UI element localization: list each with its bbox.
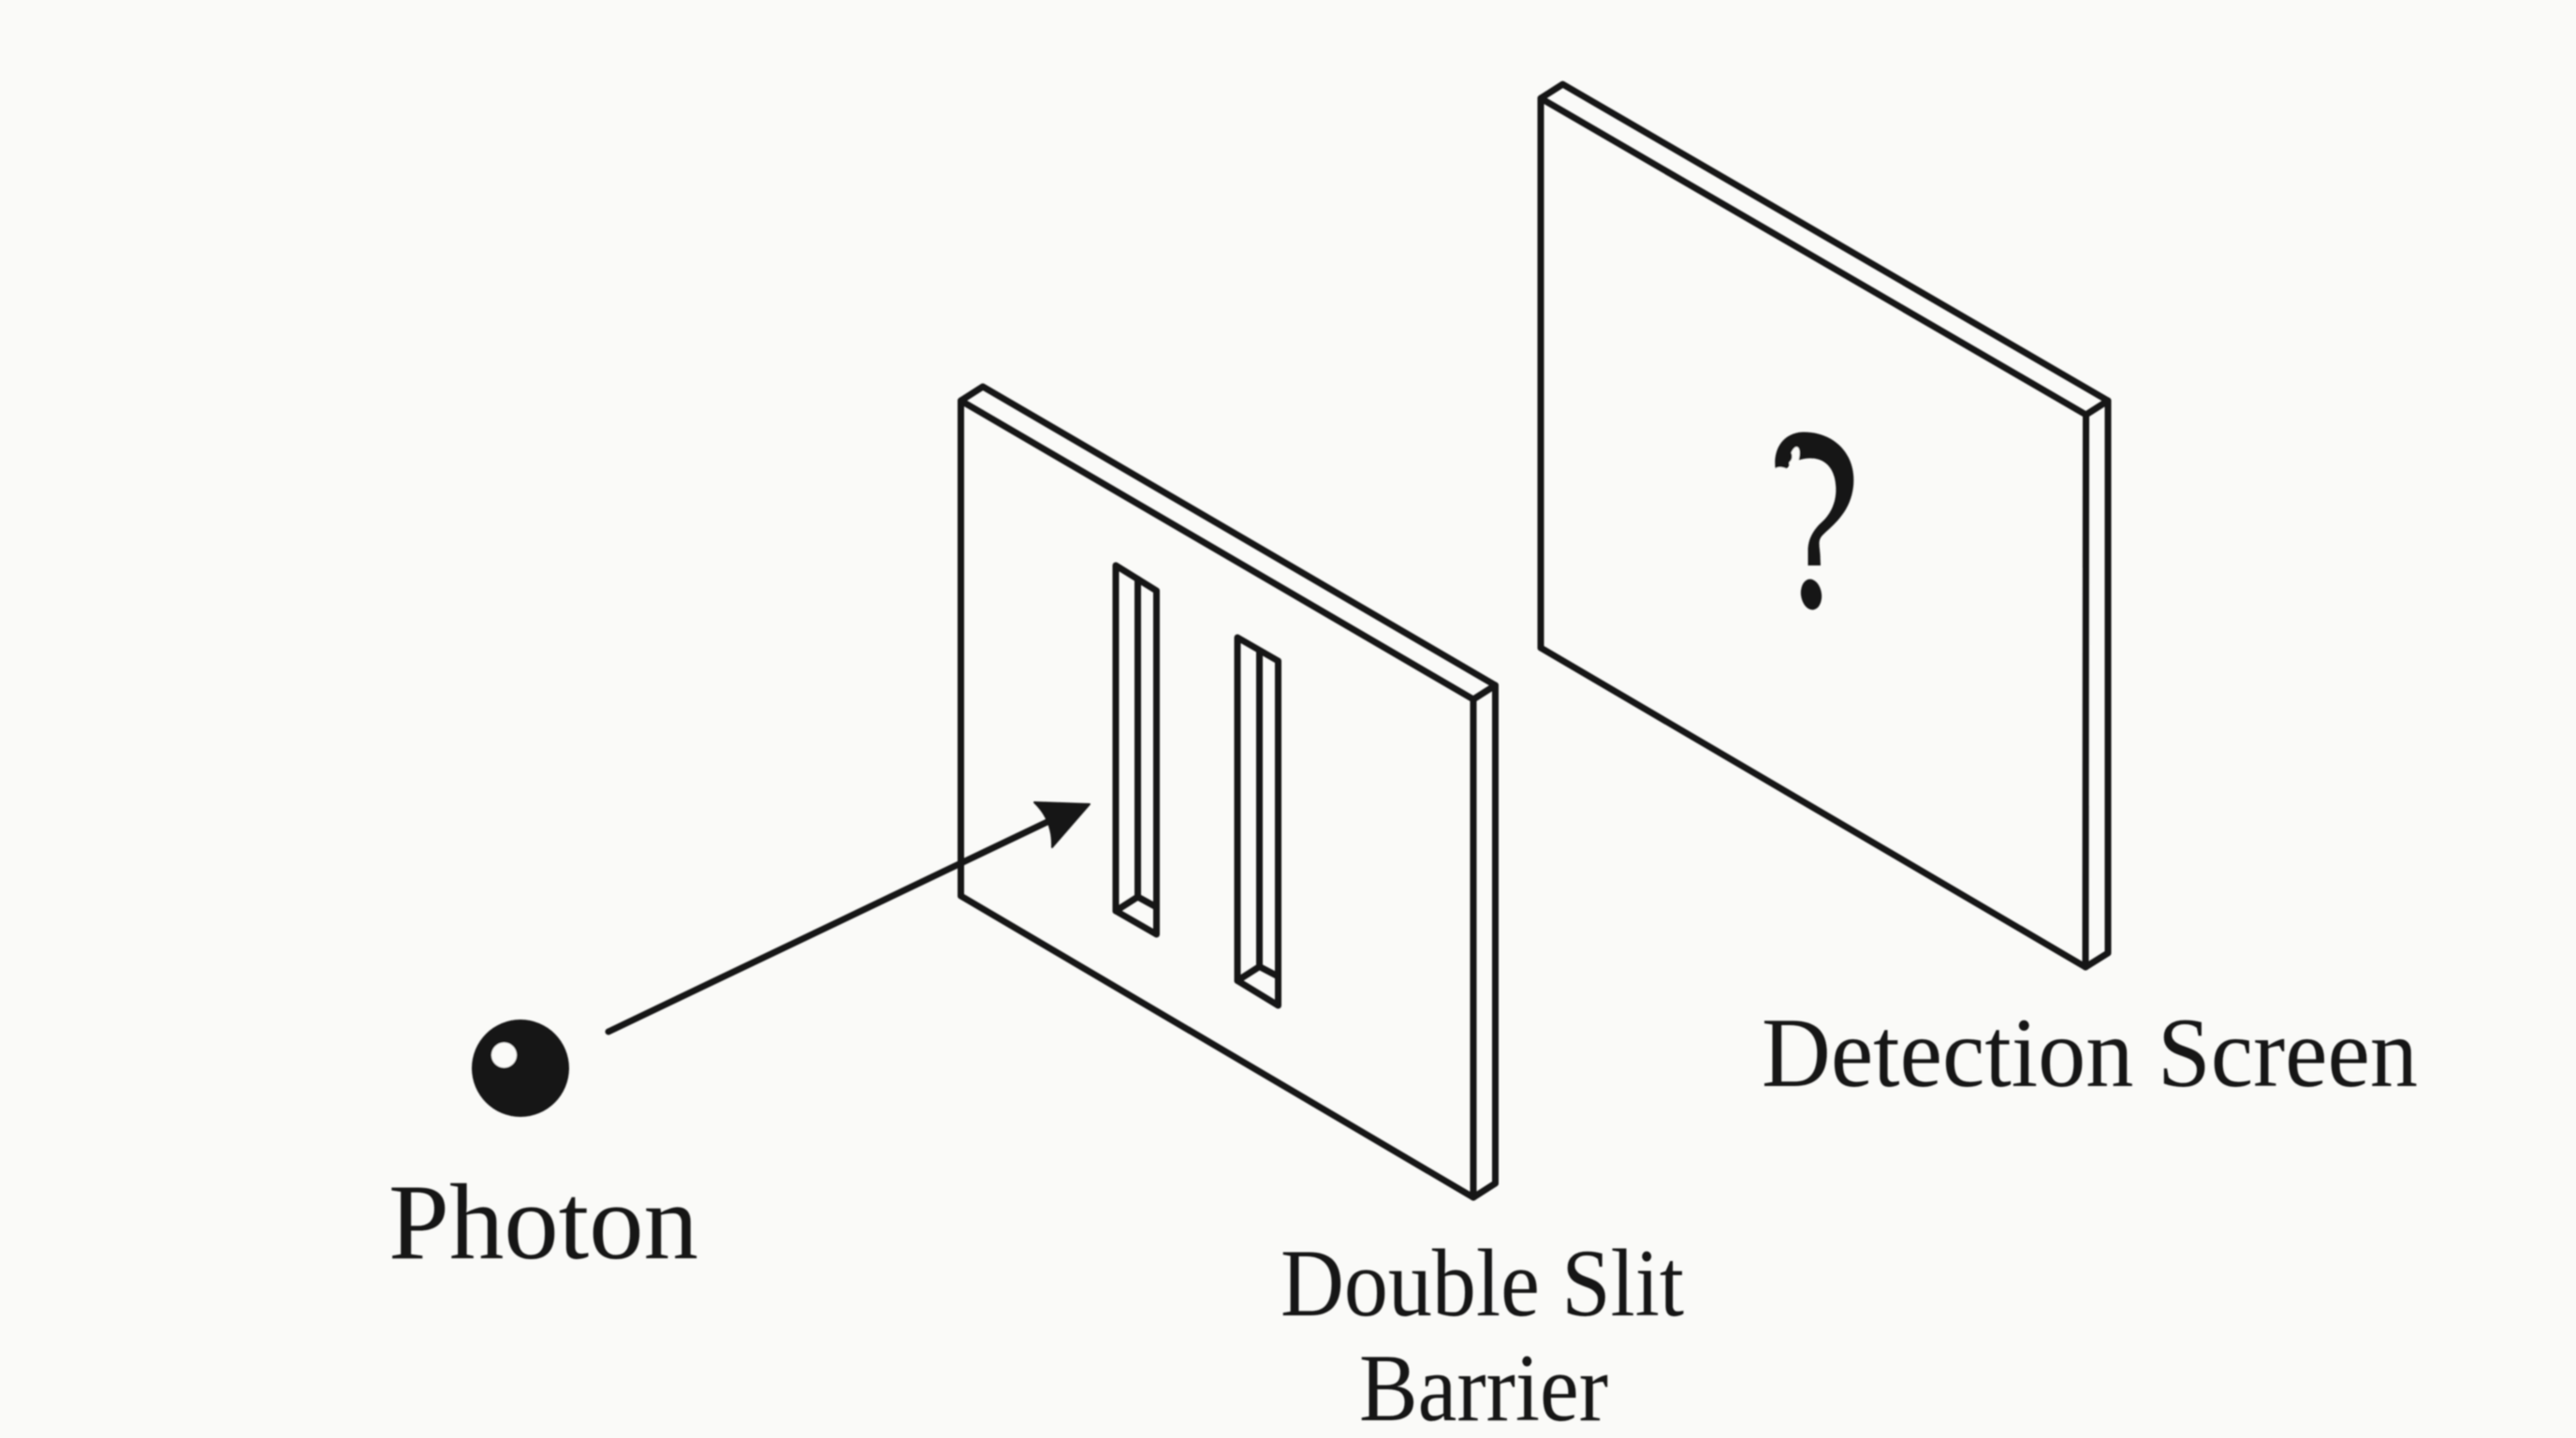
svg-text:Double Slit: Double Slit: [1281, 1230, 1684, 1337]
svg-text:Photon: Photon: [388, 1163, 698, 1283]
svg-text:Barrier: Barrier: [1359, 1335, 1608, 1438]
svg-text:Detection Screen: Detection Screen: [1762, 998, 2418, 1108]
